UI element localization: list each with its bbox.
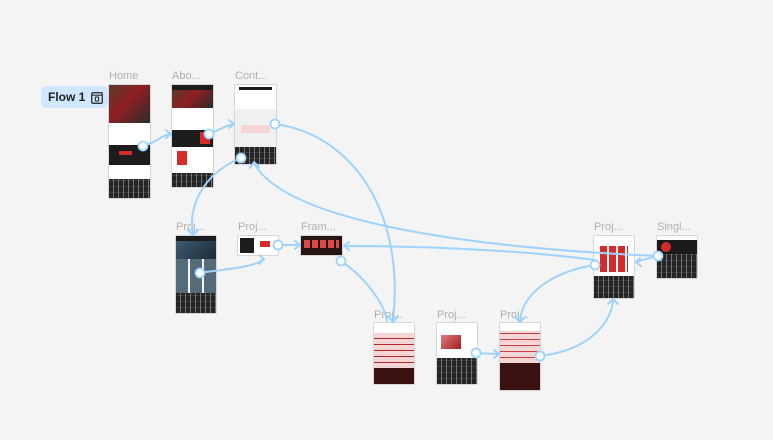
frame-label-single[interactable]: Singl... (657, 221, 691, 233)
frame-label-projects-e[interactable]: Proj... (594, 221, 623, 233)
arrowhead-about (165, 129, 172, 139)
arrowhead-frame (294, 240, 301, 250)
frame-label-home[interactable]: Home (109, 70, 139, 82)
frame-label-projects-d[interactable]: Proj... (500, 309, 529, 321)
frame-project-detail-a[interactable] (238, 236, 278, 255)
arrowhead-frame-left (343, 241, 350, 251)
connector-projects-d-to-e (539, 299, 614, 357)
arrowhead-projects-e-right (635, 257, 642, 267)
connector-projects-e-to-d (519, 264, 596, 322)
arrowhead-projects-e (607, 298, 619, 305)
frame-about[interactable] (172, 85, 213, 187)
frame-single[interactable] (657, 236, 697, 278)
flow-label: Flow 1 (48, 90, 86, 104)
frame-label-projects-list[interactable]: Proj... (176, 221, 205, 233)
frame-contact[interactable] (235, 85, 276, 164)
frame-projects-d[interactable] (500, 323, 540, 390)
frame-projects-c[interactable] (437, 323, 477, 384)
frame-home[interactable] (109, 85, 150, 198)
frame-projects-b[interactable] (374, 323, 414, 384)
connector-single-to-projects-e (635, 255, 659, 263)
frame-label-projects-c[interactable]: Proj... (437, 309, 466, 321)
frame-label-project-detail-a[interactable]: Proj... (238, 221, 267, 233)
frame-label-about[interactable]: Abo... (172, 70, 201, 82)
frame-projects-list[interactable] (176, 236, 216, 313)
frame-frame[interactable] (301, 236, 342, 255)
connector-projects-c-to-d (475, 352, 499, 355)
arrowhead-contact (228, 119, 235, 129)
flow-start-badge[interactable]: Flow 1 (41, 86, 108, 108)
frame-label-contact[interactable]: Cont... (235, 70, 268, 82)
play-flow-icon[interactable] (91, 91, 103, 104)
hotspot-frame (335, 255, 347, 267)
frame-projects-e[interactable] (594, 236, 634, 298)
connector-projects-e-to-frame (343, 245, 596, 261)
frame-label-frame[interactable]: Fram... (301, 221, 336, 233)
frame-label-projects-b[interactable]: Proj... (374, 309, 403, 321)
arrowhead-projects-d (493, 349, 500, 359)
arrowhead-detail-a (258, 254, 265, 265)
